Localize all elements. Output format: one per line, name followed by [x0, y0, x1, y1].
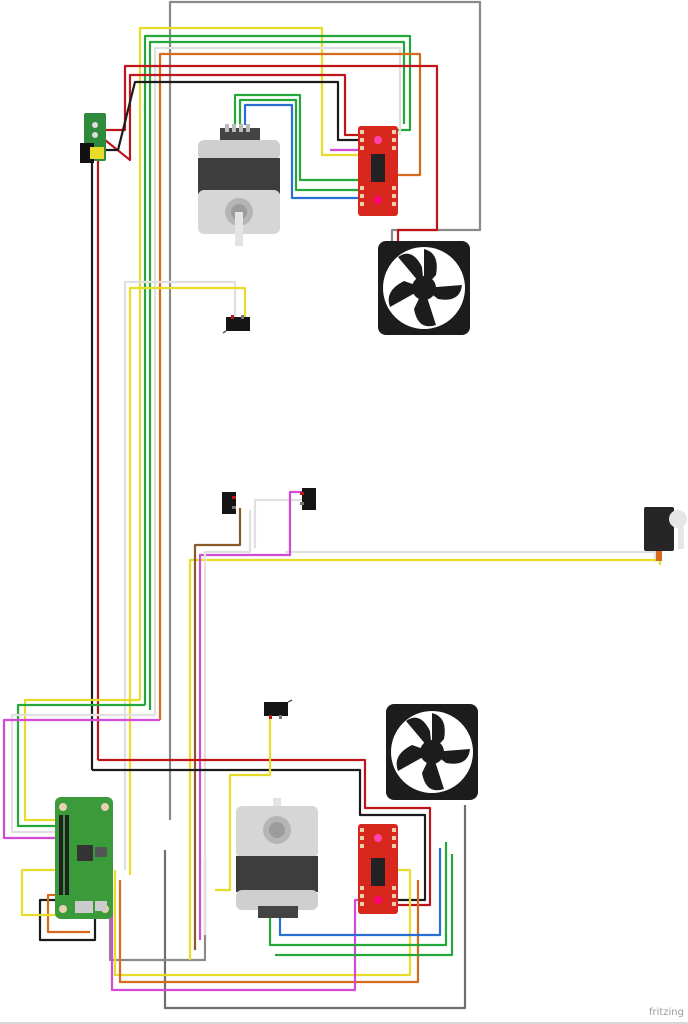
wire-gray-bottom-frame: [163, 805, 467, 1010]
fan-top: [378, 241, 470, 335]
wire-green-bottom: [268, 842, 448, 947]
wire-motor-green2-top: [238, 98, 360, 192]
wire-red-top-2: [104, 73, 360, 162]
wire-red-bottom: [98, 758, 432, 907]
wire-mid-white-b: [203, 510, 252, 935]
wire-orange-top: [158, 52, 422, 720]
wire-white-top: [153, 46, 402, 715]
wire-black-bottom: [92, 768, 427, 902]
wire-orange-pi: [46, 893, 90, 934]
servo: [644, 507, 687, 561]
endstop-mid-left: [222, 492, 236, 514]
wire-mid-white-a: [253, 492, 307, 548]
fan-bottom: [386, 704, 478, 800]
stepper-driver-top: [358, 126, 398, 216]
stepper-motor-bottom: [236, 798, 318, 918]
wire-gray-frame: [168, 0, 482, 820]
wire-green2-bottom: [275, 854, 454, 957]
wire-motor-blue-top: [243, 103, 360, 200]
wire-yellow-bottom-a: [113, 868, 412, 977]
wire-endstop-top-white: [123, 280, 237, 870]
wire-white-left: [10, 713, 155, 834]
wire-blue-bottom: [278, 848, 442, 937]
wire-black-pi: [38, 898, 97, 942]
raspberry-pi: [55, 797, 113, 919]
wire-servo-white: [285, 550, 657, 562]
wire-endstop-top-yellow: [128, 286, 247, 875]
wire-yellow-top: [138, 26, 360, 700]
stepper-driver-bottom: [358, 824, 398, 914]
wire-magenta-bottom: [110, 890, 360, 992]
endstop-bottom: [264, 699, 293, 719]
stepper-motor-top: [198, 124, 280, 246]
wire-orange-bottom: [118, 880, 420, 984]
endstop-mid-right: [300, 488, 316, 510]
wire-green-top-a: [143, 34, 412, 705]
wire-green-top-b: [148, 40, 406, 710]
wire-magenta-left: [2, 718, 160, 840]
power-jack: [80, 113, 106, 163]
wire-yellow-pi: [20, 868, 60, 917]
canvas-baseline: [0, 1022, 688, 1024]
endstop-top: [222, 315, 250, 334]
wire-yellow-left: [23, 698, 140, 822]
wire-yellow-endstop-bottom: [215, 712, 272, 892]
wire-servo-brown: [193, 508, 242, 950]
fritzing-watermark: fritzing: [648, 1007, 684, 1018]
wire-mid-magenta: [198, 490, 305, 940]
wire-green-left: [16, 703, 145, 828]
wire-motor-green-top: [233, 93, 360, 182]
